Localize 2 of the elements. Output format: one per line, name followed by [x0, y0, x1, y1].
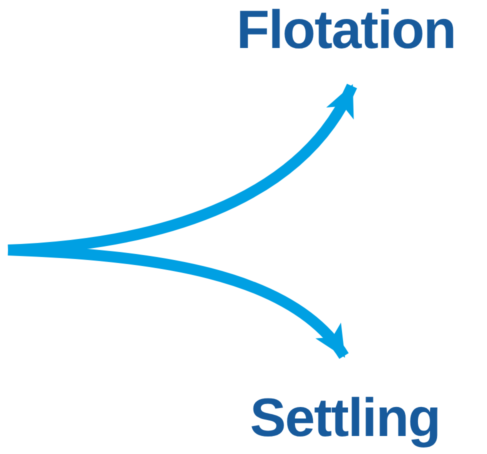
heading: Flotation	[236, 0, 456, 60]
heading: Settling	[250, 388, 440, 448]
